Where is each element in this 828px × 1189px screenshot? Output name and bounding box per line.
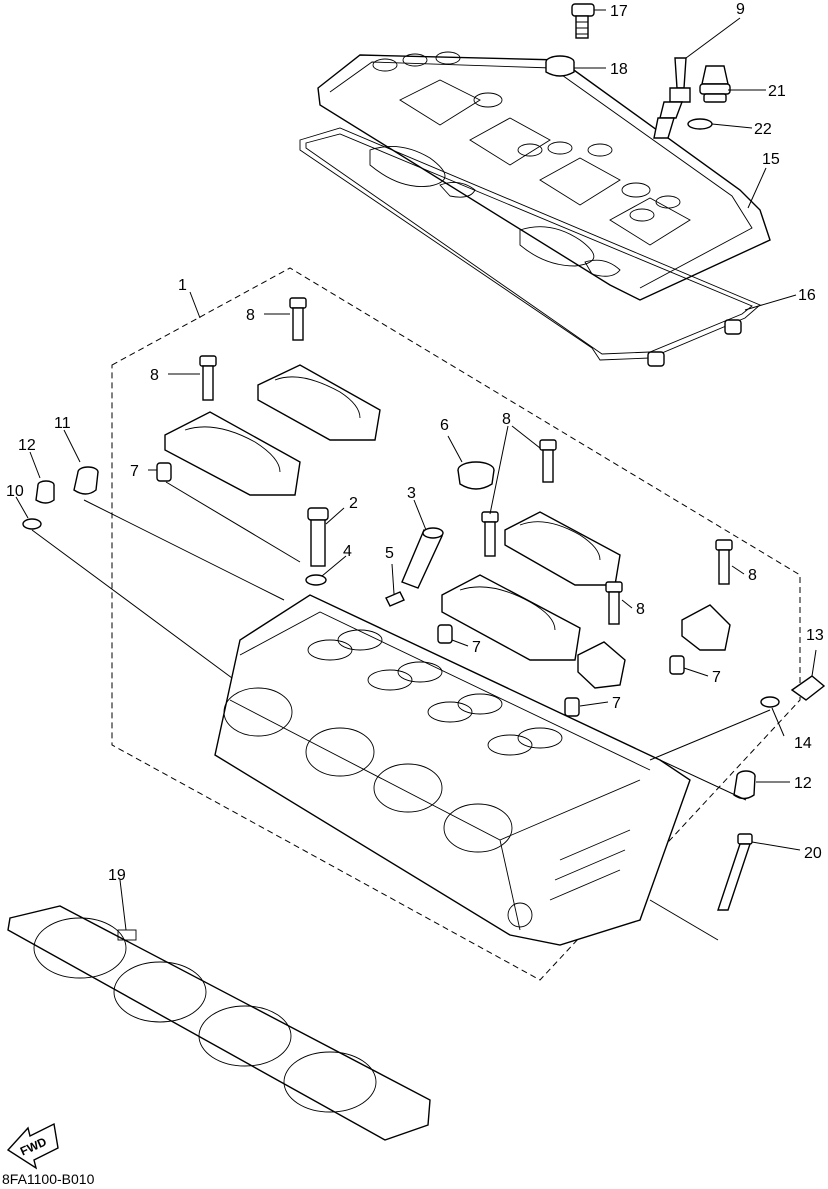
callout-15: 15 xyxy=(762,151,780,168)
diagram-code: 8FA1100-B010 xyxy=(2,1171,95,1187)
cap-bolt xyxy=(539,439,557,483)
cap-bolt xyxy=(289,297,307,341)
callout-8d: 8 xyxy=(748,567,757,584)
callout-8c: 8 xyxy=(502,411,511,428)
callout-2: 2 xyxy=(349,495,358,512)
cap-bolt xyxy=(715,539,733,585)
cylinder-head-body xyxy=(214,594,691,946)
cylinder-head-gasket xyxy=(7,905,431,1141)
valve-guide xyxy=(307,507,329,567)
callout-7c: 7 xyxy=(712,669,721,686)
callout-7d: 7 xyxy=(612,695,621,712)
cover-bolt xyxy=(571,3,595,39)
callout-12a: 12 xyxy=(18,437,36,454)
callout-6: 6 xyxy=(440,417,449,434)
callout-20: 20 xyxy=(804,845,822,862)
callout-21: 21 xyxy=(768,83,786,100)
callout-13: 13 xyxy=(806,627,824,644)
callout-22: 22 xyxy=(754,121,772,138)
callout-18: 18 xyxy=(610,61,628,78)
side-collar xyxy=(35,480,55,504)
spark-plug-sleeve xyxy=(401,527,444,589)
callout-3: 3 xyxy=(407,485,416,502)
callout-5: 5 xyxy=(385,545,394,562)
cap-bolt xyxy=(605,581,623,625)
callout-19: 19 xyxy=(108,867,126,884)
bolt-washer xyxy=(760,696,780,708)
plug-o-ring xyxy=(687,118,713,130)
grommet xyxy=(545,55,575,77)
cap-bolt xyxy=(481,511,499,557)
callout-8e: 8 xyxy=(636,601,645,618)
callout-1: 1 xyxy=(178,277,187,294)
callout-12b: 12 xyxy=(794,775,812,792)
dowel-pin xyxy=(437,624,453,644)
callout-7b: 7 xyxy=(472,639,481,656)
long-bolt xyxy=(717,833,753,911)
leader-lines xyxy=(15,9,817,941)
cover-plug xyxy=(699,65,731,103)
callout-8a: 8 xyxy=(246,307,255,324)
blind-plug xyxy=(457,461,495,490)
camshaft-cap-lower-right xyxy=(441,574,581,661)
spark-plug xyxy=(653,57,691,139)
callout-10: 10 xyxy=(6,483,24,500)
camshaft-cap-small-lower xyxy=(577,641,626,689)
forward-arrow-icon: FWD xyxy=(6,1122,59,1170)
callout-4: 4 xyxy=(343,543,352,560)
camshaft-cap-small-upper xyxy=(681,604,731,651)
cylinder-head-cover xyxy=(317,51,771,301)
callout-7a: 7 xyxy=(130,463,139,480)
callout-labels: 1 2 3 4 5 6 7 7 7 7 8 8 8 8 8 9 10 11 12… xyxy=(6,1,824,884)
callout-9: 9 xyxy=(736,1,745,18)
retaining-clip xyxy=(385,591,405,607)
guide-o-ring xyxy=(305,574,327,586)
head-cover-gasket xyxy=(299,127,761,367)
dowel-pin xyxy=(564,697,580,717)
callout-11: 11 xyxy=(54,415,71,432)
dowel-pin xyxy=(156,462,172,482)
camshaft-cap-lower-left xyxy=(164,411,301,496)
camshaft-cap-upper-left xyxy=(257,364,381,441)
callout-17: 17 xyxy=(610,3,628,20)
dowel-pin xyxy=(669,655,685,675)
assembly-outline xyxy=(111,267,801,981)
callout-8b: 8 xyxy=(150,367,159,384)
callout-16: 16 xyxy=(798,287,816,304)
camshaft-cap-upper-right xyxy=(504,511,621,586)
right-collar xyxy=(733,770,756,800)
union-bolt xyxy=(790,675,826,701)
side-bushing xyxy=(73,466,99,495)
callout-14: 14 xyxy=(794,735,812,752)
cap-bolt xyxy=(199,355,217,401)
side-washer xyxy=(22,518,42,530)
